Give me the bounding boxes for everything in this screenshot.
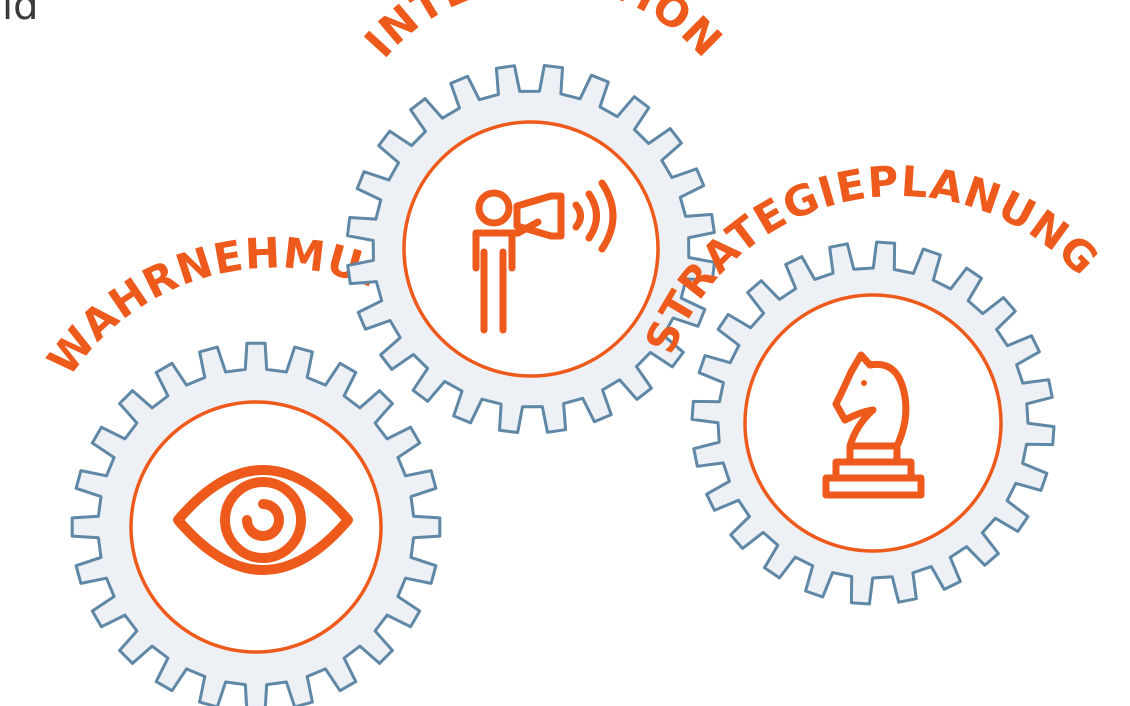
eye-icon: [173, 465, 353, 575]
gear-intervention-ring: [402, 120, 660, 378]
gear-wahrnehmung-ring: [129, 400, 383, 654]
corner-text-fragment: ıd: [2, 0, 39, 29]
gear-intervention-label: INTERVENTION: [355, 0, 732, 67]
gear-strategieplanung-ring: [743, 293, 1003, 553]
megaphone-person-icon: [472, 179, 617, 334]
gear-intervention: INTERVENTION: [346, 0, 732, 434]
chess-knight-icon: [822, 351, 925, 499]
